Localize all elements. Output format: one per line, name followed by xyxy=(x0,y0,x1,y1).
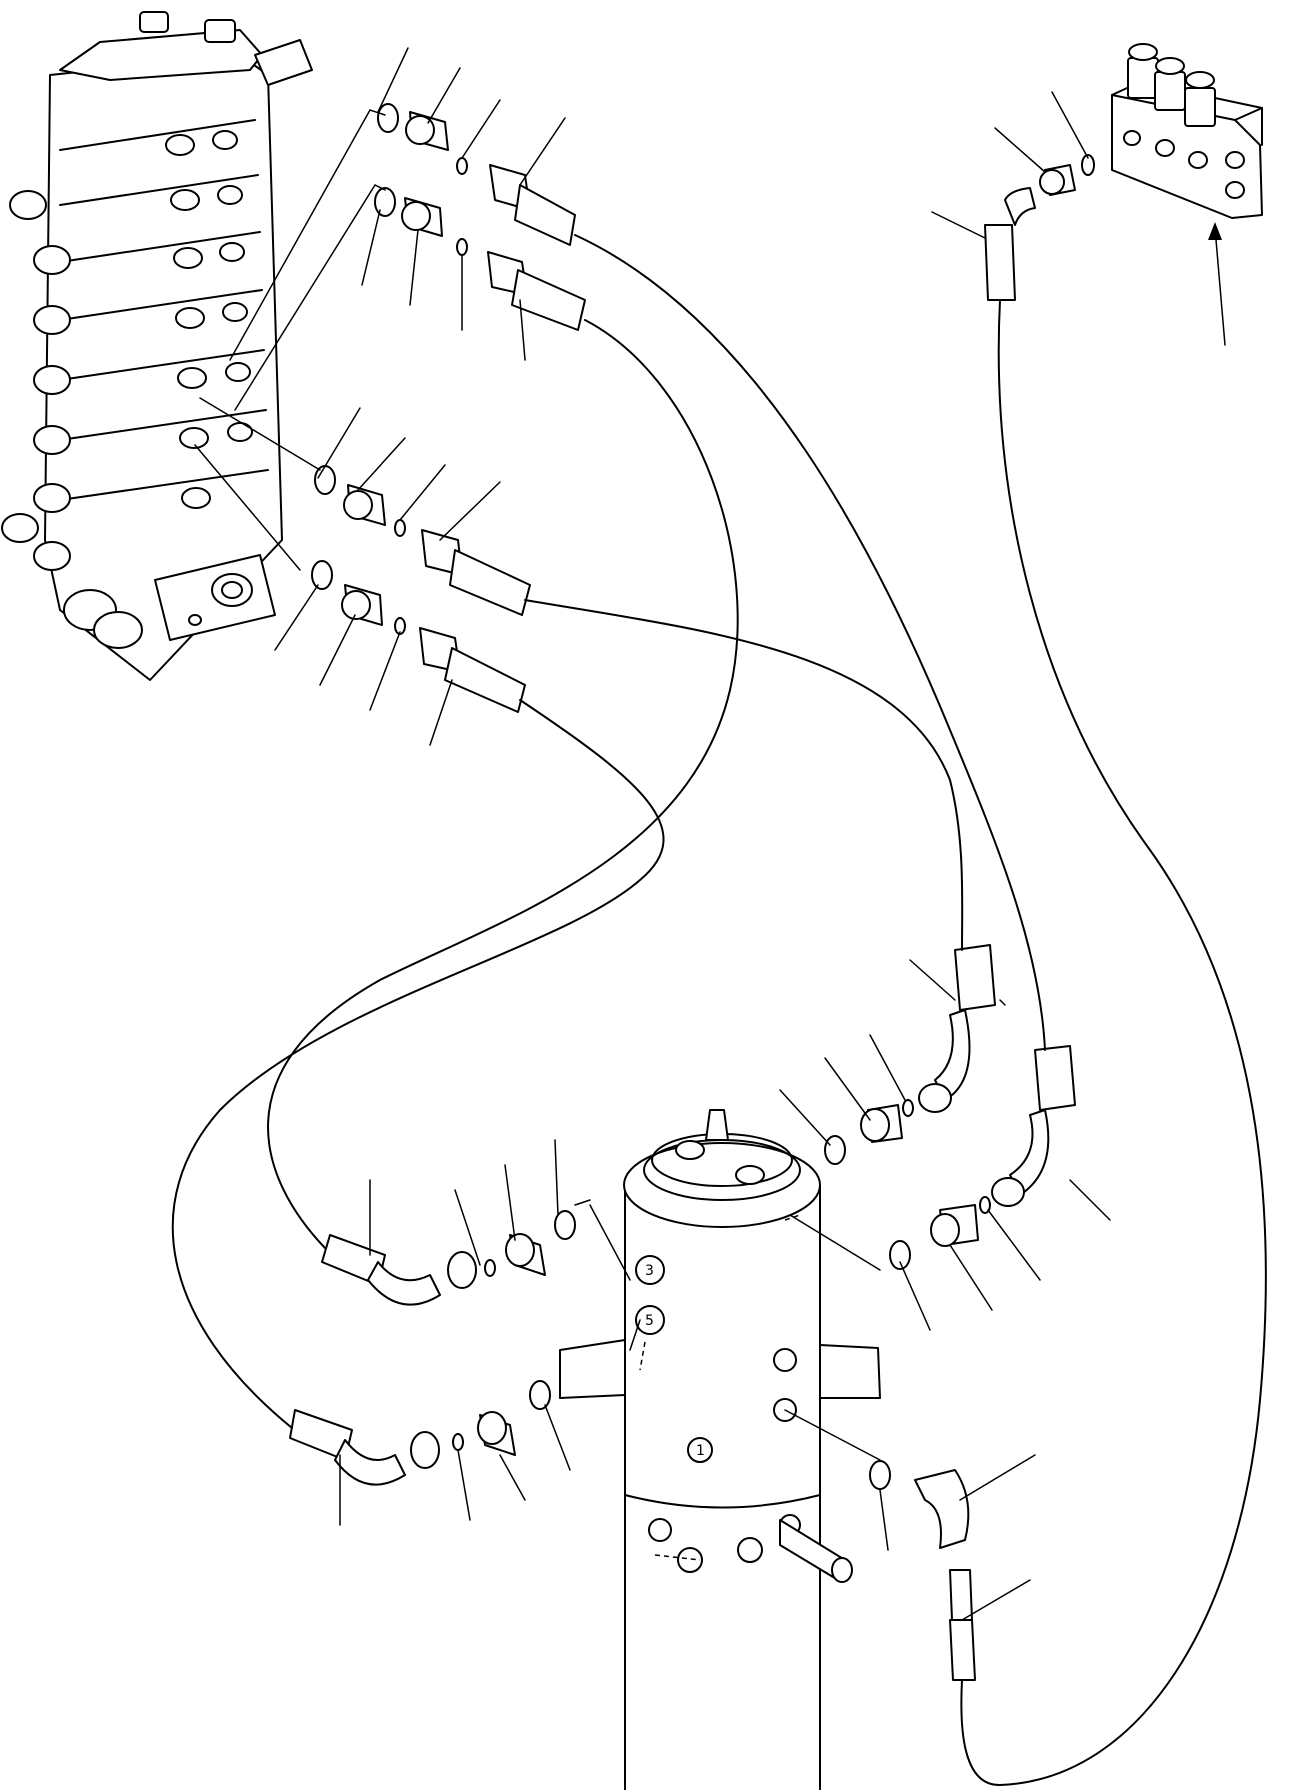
swivel-lower-port-mark: 5 xyxy=(645,1313,654,1329)
o-ring xyxy=(377,103,399,133)
swivel-joint-fittings xyxy=(289,944,1076,1681)
solenoid-valve-block xyxy=(1111,43,1263,346)
control-valve xyxy=(1,11,313,681)
swivel-upper-port-mark: 3 xyxy=(645,1263,654,1279)
swivel-joint: 3 5 1 xyxy=(559,1109,881,1790)
pilot-hoses xyxy=(171,234,1267,1787)
swivel-bottom-port-mark: 1 xyxy=(696,1443,705,1459)
leader-lines xyxy=(274,47,1111,1621)
o-ring-small xyxy=(456,157,468,175)
control-valve-fittings xyxy=(311,103,586,713)
alignment-lines xyxy=(194,109,1006,1461)
solenoid-fittings xyxy=(984,154,1095,301)
